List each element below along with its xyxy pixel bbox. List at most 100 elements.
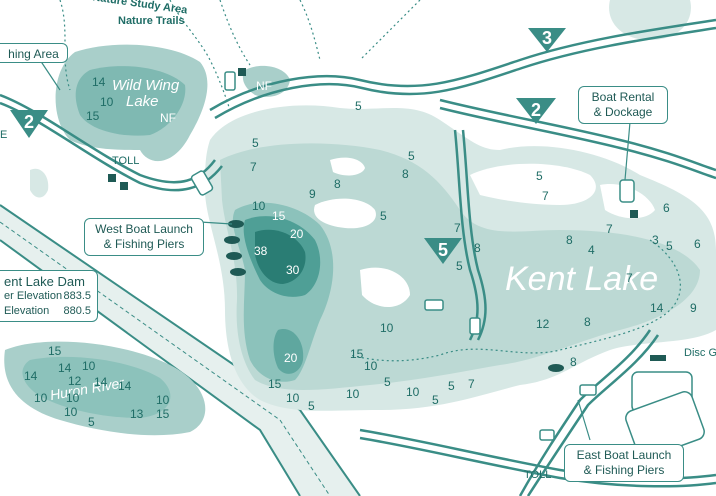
svg-text:10: 10 bbox=[66, 391, 80, 405]
route-2-east-icon: 2 bbox=[516, 98, 556, 124]
svg-text:14: 14 bbox=[118, 379, 132, 393]
partial-e-label: E bbox=[0, 129, 7, 141]
svg-text:20: 20 bbox=[290, 227, 304, 241]
route-2-west-icon: 2 bbox=[10, 110, 48, 138]
svg-text:6: 6 bbox=[663, 201, 670, 215]
svg-text:9: 9 bbox=[309, 187, 316, 201]
west-launch-line2: & Fishing Piers bbox=[103, 237, 185, 251]
east-boat-launch-callout[interactable]: East Boat Launch & Fishing Piers bbox=[564, 444, 684, 482]
svg-text:12: 12 bbox=[68, 374, 82, 388]
svg-text:3: 3 bbox=[652, 233, 659, 247]
pond-north bbox=[609, 0, 691, 40]
svg-text:14: 14 bbox=[94, 375, 108, 389]
svg-text:4: 4 bbox=[588, 243, 595, 257]
svg-text:5: 5 bbox=[88, 415, 95, 429]
depth-labels-huron: 15 14 10 12 14 10 14 10 10 15 13 5 14 10 bbox=[24, 344, 170, 429]
svg-text:10: 10 bbox=[346, 387, 360, 401]
svg-text:10: 10 bbox=[406, 385, 420, 399]
svg-text:8: 8 bbox=[584, 315, 591, 329]
svg-text:10: 10 bbox=[156, 393, 170, 407]
dam-line1-label: er Elevation bbox=[4, 290, 63, 302]
dam-line2-label: Elevation bbox=[4, 305, 50, 317]
callout-leaders bbox=[39, 59, 631, 441]
nf-parking-label: NF bbox=[256, 79, 272, 93]
svg-text:5: 5 bbox=[432, 393, 439, 407]
svg-text:10: 10 bbox=[100, 95, 114, 109]
nature-trails-label: Nature Trails bbox=[118, 15, 185, 27]
fishing-area-callout: hing Area bbox=[0, 43, 68, 63]
svg-text:38: 38 bbox=[254, 244, 268, 258]
svg-text:10: 10 bbox=[286, 391, 300, 405]
svg-text:5: 5 bbox=[308, 399, 315, 413]
dam-title: ent Lake Dam bbox=[4, 274, 85, 289]
svg-text:10: 10 bbox=[34, 391, 48, 405]
boat-rental-callout[interactable]: Boat Rental & Dockage bbox=[578, 86, 668, 124]
svg-text:5: 5 bbox=[666, 239, 673, 253]
svg-text:7: 7 bbox=[250, 160, 257, 174]
svg-text:8: 8 bbox=[570, 355, 577, 369]
svg-text:5: 5 bbox=[536, 169, 543, 183]
svg-text:10: 10 bbox=[380, 321, 394, 335]
east-launch-line2: & Fishing Piers bbox=[583, 463, 665, 477]
svg-text:3: 3 bbox=[542, 28, 552, 48]
svg-text:5: 5 bbox=[456, 259, 463, 273]
svg-text:14: 14 bbox=[650, 301, 664, 315]
svg-text:5: 5 bbox=[408, 149, 415, 163]
svg-text:14: 14 bbox=[92, 75, 106, 89]
fishing-pier-markers bbox=[108, 68, 666, 372]
dam-line1: er Elevation 883.5 bbox=[4, 289, 91, 304]
svg-text:5: 5 bbox=[448, 379, 455, 393]
kent-lake-dam-callout: ent Lake Dam er Elevation 883.5 Elevatio… bbox=[0, 270, 98, 322]
svg-text:8: 8 bbox=[402, 167, 409, 181]
svg-text:7: 7 bbox=[468, 377, 475, 391]
svg-text:15: 15 bbox=[86, 109, 100, 123]
wild-wing-lake-label-2: Lake bbox=[126, 93, 159, 110]
boat-rental-line2: & Dockage bbox=[593, 105, 653, 119]
svg-text:7: 7 bbox=[606, 222, 613, 236]
pond-small bbox=[30, 168, 49, 198]
svg-text:5: 5 bbox=[380, 209, 387, 223]
svg-text:10: 10 bbox=[82, 359, 96, 373]
dam-line2: Elevation 880.5 bbox=[4, 304, 91, 319]
west-boat-launch-callout[interactable]: West Boat Launch & Fishing Piers bbox=[84, 218, 204, 256]
svg-text:13: 13 bbox=[130, 407, 144, 421]
svg-text:8: 8 bbox=[474, 241, 481, 255]
svg-text:20: 20 bbox=[284, 351, 298, 365]
wild-wing-lake bbox=[55, 44, 208, 162]
svg-text:5: 5 bbox=[384, 375, 391, 389]
dam-line2-value: 880.5 bbox=[63, 305, 91, 317]
disc-golf-label: Disc G bbox=[684, 347, 716, 359]
boat-rental-line1: Boat Rental bbox=[591, 90, 655, 104]
toll-west-label: TOLL bbox=[112, 155, 139, 167]
depth-labels-wild-wing: 14 10 15 bbox=[86, 75, 114, 123]
svg-text:8: 8 bbox=[566, 233, 573, 247]
svg-text:15: 15 bbox=[156, 407, 170, 421]
svg-text:2: 2 bbox=[531, 100, 541, 120]
svg-text:30: 30 bbox=[286, 263, 300, 277]
route-5-icon: 5 bbox=[424, 238, 462, 264]
kent-lake-label: Kent Lake bbox=[505, 260, 658, 298]
svg-text:2: 2 bbox=[24, 112, 34, 132]
svg-text:5: 5 bbox=[438, 240, 448, 260]
fishing-area-label: hing Area bbox=[8, 47, 59, 61]
kent-lake bbox=[205, 105, 716, 411]
svg-text:7: 7 bbox=[542, 189, 549, 203]
svg-text:7: 7 bbox=[626, 271, 633, 285]
depth-labels-kent: 5 5 7 8 9 5 8 10 15 20 38 30 5 20 15 10 … bbox=[250, 99, 701, 413]
svg-text:5: 5 bbox=[252, 136, 259, 150]
svg-text:15: 15 bbox=[268, 377, 282, 391]
parking-lots bbox=[190, 71, 705, 459]
route-3-icon: 3 bbox=[528, 28, 566, 52]
nf-wild-wing-label: NF bbox=[160, 111, 176, 125]
wild-wing-lake-label-1: Wild Wing bbox=[112, 77, 180, 94]
svg-text:10: 10 bbox=[64, 405, 78, 419]
west-launch-line1: West Boat Launch bbox=[95, 222, 193, 236]
svg-text:14: 14 bbox=[24, 369, 38, 383]
huron-river-pond bbox=[4, 341, 206, 436]
svg-text:7: 7 bbox=[454, 221, 461, 235]
svg-text:15: 15 bbox=[272, 209, 286, 223]
svg-text:6: 6 bbox=[694, 237, 701, 251]
east-launch-line1: East Boat Launch bbox=[576, 448, 672, 462]
dam-line1-value: 883.5 bbox=[63, 290, 91, 302]
